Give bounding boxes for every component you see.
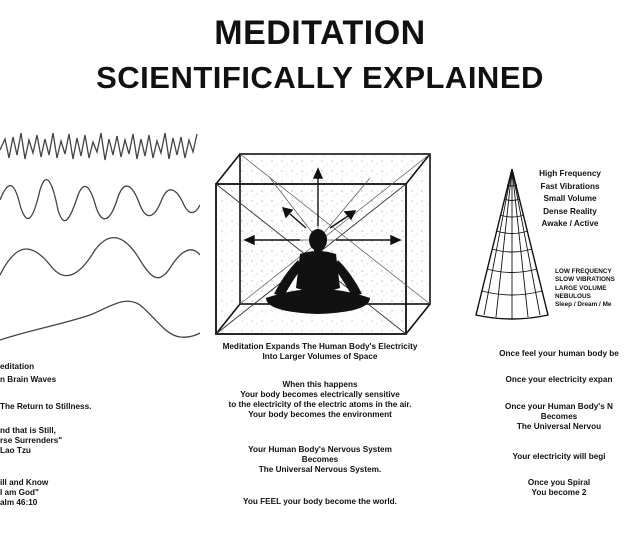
left-line: editation (0, 362, 35, 371)
caption-line: Meditation Expands The Human Body's Elec… (222, 342, 418, 351)
right-text-block: Once your Human Body's N Becomes The Uni… (478, 402, 640, 432)
right-line: Becomes (540, 412, 578, 421)
left-line: ill and Know (0, 478, 49, 487)
center-line: Your Human Body's Nervous System (248, 445, 392, 454)
center-line: Becomes (301, 455, 339, 464)
left-line: alm 46:10 (0, 498, 38, 507)
arrow-up-icon (312, 167, 324, 179)
center-line: You FEEL your body become the world. (243, 497, 397, 506)
label-low-frequency: LOW FREQUENCY (555, 268, 612, 275)
alpha-wave (0, 178, 200, 222)
arrow-diagonal-icon (343, 210, 357, 221)
page-subtitle: SCIENTIFICALLY EXPLAINED (96, 60, 544, 95)
meditating-figure-icon (266, 229, 370, 314)
left-line: nd that is Still, (0, 426, 56, 435)
left-quote-psalm: ill and Know I am God" alm 46:10 (0, 478, 160, 508)
center-line: Your body becomes electrically sensitive (240, 390, 400, 399)
when-this-happens-block: When this happens Your body becomes elec… (175, 380, 465, 420)
left-line: n Brain Waves (0, 375, 57, 384)
right-line: You become 2 (531, 488, 587, 497)
caption-line: Into Larger Volumes of Space (262, 352, 378, 361)
theta-wave (0, 237, 200, 279)
nervous-system-block: Your Human Body's Nervous System Becomes… (175, 445, 465, 475)
label-small-volume: Small Volume (543, 194, 597, 203)
arrow-diagonal-left-icon (281, 207, 294, 219)
right-line: The Universal Nervou (516, 422, 602, 431)
cone-illustration (475, 168, 549, 320)
label-dense-reality: Dense Reality (543, 206, 597, 216)
label-slow-vibrations: SLOW VIBRATIONS (555, 276, 615, 284)
arrow-left-icon (243, 234, 255, 246)
cube-caption: Meditation Expands The Human Body's Elec… (175, 342, 465, 362)
feel-line: You FEEL your body become the world. (175, 497, 465, 507)
label-nebulous: NEBULOUS (555, 292, 591, 300)
left-text-block-2: The Return to Stillness. (0, 402, 160, 412)
label-awake-active: Awake / Active (541, 219, 599, 228)
label-sleep-dream: Sleep / Dream / Me (555, 301, 612, 309)
left-line: I am God" (0, 488, 39, 497)
left-line: rse Surrenders" (0, 436, 63, 445)
left-text-block-1: editation n Brain Waves (0, 362, 160, 385)
right-text-block-end: Once you Spiral You become 2 (478, 478, 640, 498)
label-fast-vibrations: Fast Vibrations (540, 181, 600, 191)
left-line: The Return to Stillness. (0, 402, 92, 411)
right-line: Once feel your human body be (499, 349, 619, 358)
page-title: MEDITATION (214, 14, 426, 52)
label-large-volume: LARGE VOLUME (555, 284, 607, 292)
brain-waves-illustration (0, 132, 200, 341)
delta-wave (0, 300, 200, 341)
cube-illustration (215, 153, 431, 335)
center-line: When this happens (282, 380, 358, 389)
left-line: Lao Tzu (0, 446, 31, 455)
label-high-frequency: High Frequency (539, 169, 601, 178)
right-line: Once you Spiral (527, 478, 591, 487)
low-frequency-labels: LOW FREQUENCY SLOW VIBRATIONS LARGE VOLU… (555, 268, 640, 309)
center-line: Your body becomes the environment (248, 410, 392, 419)
right-line: Once your electricity expan (505, 375, 613, 384)
left-quote-lao-tzu: nd that is Still, rse Surrenders" Lao Tz… (0, 426, 160, 456)
center-line: to the electricity of the electric atoms… (228, 400, 412, 409)
right-line: Your electricity will begi (512, 452, 606, 461)
beta-wave (0, 132, 198, 161)
arrow-right-icon (390, 234, 402, 246)
right-line: Once your Human Body's N (505, 402, 613, 411)
high-frequency-labels: High Frequency Fast Vibrations Small Vol… (520, 168, 620, 231)
center-line: The Universal Nervous System. (258, 465, 382, 474)
cube-front-face (215, 183, 407, 335)
